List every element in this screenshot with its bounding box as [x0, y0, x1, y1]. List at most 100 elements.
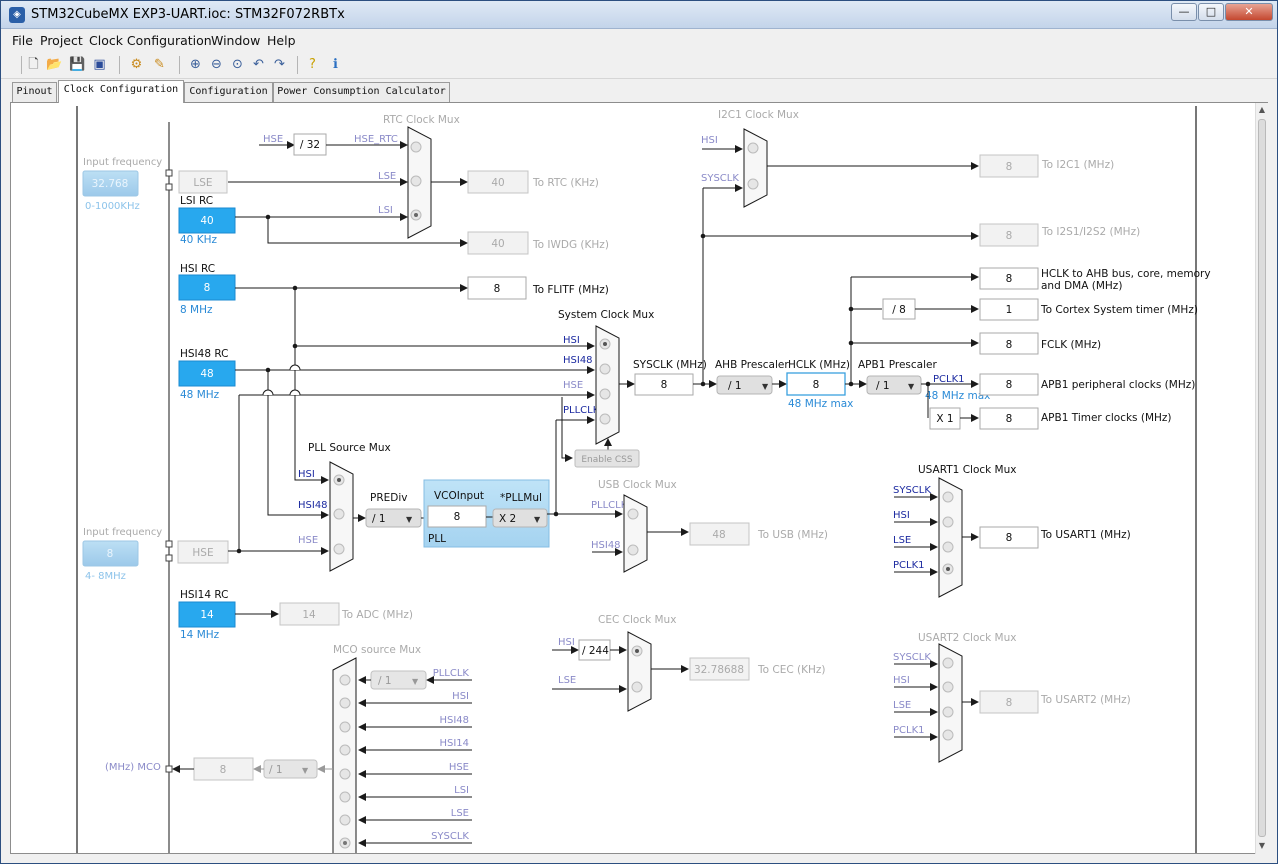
rtc-mux-title: RTC Clock Mux	[383, 114, 460, 126]
tab-pinout[interactable]: Pinout	[12, 82, 57, 102]
help-icon[interactable]: ?	[309, 57, 316, 72]
mco-input-radio[interactable]	[339, 697, 351, 709]
lse-pin-out	[165, 183, 173, 191]
zoom-fit-icon[interactable]: ⊙	[232, 57, 243, 72]
pll-src-input-hse: HSE	[298, 535, 318, 546]
usb-output-label: To USB (MHz)	[757, 529, 828, 541]
hclk-ahb-output-label2: and DMA (MHz)	[1041, 280, 1122, 292]
sysmux-input-hsi: HSI	[563, 335, 580, 346]
lse-input-freq-label: Input frequency	[83, 157, 162, 168]
cec-input-hsi: HSI	[558, 637, 575, 648]
menu-file[interactable]: File	[12, 33, 33, 48]
i2c1-clock-mux[interactable]	[743, 128, 768, 208]
rtc-input-hse-rtc: HSE_RTC	[354, 134, 398, 145]
scroll-up-icon[interactable]: ▲	[1258, 105, 1266, 114]
sysclk-label: SYSCLK (MHz)	[633, 359, 707, 371]
usb-input-pllclk: PLLCLK	[591, 500, 628, 511]
iwdg-output-value: 40	[491, 238, 504, 250]
rtc-input-lse: LSE	[378, 171, 396, 182]
ahb-prescaler-select[interactable]	[716, 375, 773, 395]
redo-icon[interactable]: ↷	[274, 57, 285, 72]
new-icon[interactable]: 🗋	[28, 57, 39, 72]
zoom-out-icon[interactable]: ⊖	[211, 57, 222, 72]
hse-input-box[interactable]	[82, 540, 139, 567]
scrollbar-thumb[interactable]	[1258, 119, 1266, 837]
open-icon[interactable]: 📂	[46, 57, 63, 72]
lse-source-label: LSE	[193, 177, 212, 189]
tab-power-consumption-calculator[interactable]: Power Consumption Calculator	[273, 82, 450, 102]
menu-project[interactable]: Project	[40, 33, 83, 48]
lsi-value: 40	[200, 215, 213, 227]
vertical-scrollbar[interactable]: ▲ ▼	[1255, 103, 1268, 854]
toolbar: 🗋 📂 💾 ▣ ⚙ ✎ ⊕ ⊖ ⊙ ↶ ↷ ? ℹ	[1, 51, 1277, 79]
window-title: STM32CubeMX EXP3-UART.ioc: STM32F072RBTx	[31, 7, 345, 22]
usart1-input-hsi: HSI	[893, 510, 910, 521]
flitf-output-value: 8	[494, 283, 501, 295]
mco-source-mux[interactable]	[332, 657, 357, 854]
system-clock-mux[interactable]	[595, 325, 620, 445]
hse-pin-out	[165, 554, 173, 562]
mco-chevron-down-icon: ▼	[302, 766, 309, 775]
hsi-value-box[interactable]	[178, 274, 236, 301]
usb-output-value: 48	[712, 529, 725, 541]
hsi-title: HSI RC	[180, 263, 215, 275]
hclk-label: HCLK (MHz)	[788, 359, 850, 371]
cec-mux-title: CEC Clock Mux	[598, 614, 676, 626]
minimize-button[interactable]: —	[1171, 3, 1197, 21]
rtc-output-value: 40	[491, 177, 504, 189]
mco-input-lse: LSE	[451, 808, 469, 819]
hsi14-value: 14	[200, 609, 214, 621]
mco-input-radio[interactable]	[339, 768, 351, 780]
tab-clock-configuration[interactable]: Clock Configuration	[58, 80, 184, 103]
mco-input-sysclk: SYSCLK	[431, 831, 469, 842]
zoom-in-icon[interactable]: ⊕	[190, 57, 201, 72]
ahb-prescaler-label: AHB Prescaler	[715, 359, 789, 371]
menu-clock-configuration[interactable]: Clock Configuration	[89, 33, 212, 48]
i2c1-output-value: 8	[1006, 161, 1013, 173]
apb1-prescaler-select[interactable]	[866, 375, 922, 395]
cortex-output-value: 1	[1006, 304, 1013, 316]
scroll-down-icon[interactable]: ▼	[1258, 841, 1266, 850]
mco-mux-title: MCO source Mux	[333, 644, 421, 656]
menu-window[interactable]: Window	[211, 33, 261, 48]
cec-clock-mux[interactable]	[627, 631, 652, 712]
usart2-output-label: To USART2 (MHz)	[1040, 694, 1131, 706]
i2c1-output-label: To I2C1 (MHz)	[1041, 159, 1114, 171]
report-icon[interactable]: ✎	[154, 57, 165, 72]
mco-pin	[165, 765, 173, 773]
mco-input-radio[interactable]	[339, 791, 351, 803]
vco-input-label: VCOInput	[434, 490, 484, 502]
usart1-input-pclk1: PCLK1	[893, 560, 925, 571]
tab-configuration[interactable]: Configuration	[184, 82, 273, 102]
mco-input-pllclk: PLLCLK	[433, 668, 470, 679]
save-icon[interactable]: 💾	[69, 57, 86, 72]
maximize-button[interactable]: □	[1198, 3, 1224, 21]
mco-input-lsi: LSI	[454, 785, 469, 796]
about-icon[interactable]: ℹ	[333, 57, 338, 72]
mco-input-radio[interactable]	[339, 814, 351, 826]
mco-input-radio[interactable]	[339, 744, 351, 756]
lsi-value-box[interactable]	[178, 207, 236, 234]
fclk-output-value: 8	[1006, 339, 1013, 351]
hsi14-freq: 14 MHz	[180, 629, 220, 641]
lsi-title: LSI RC	[180, 195, 213, 207]
cec-output-box	[689, 657, 750, 681]
apb1-peripheral-output-box	[979, 373, 1039, 396]
menu-help[interactable]: Help	[267, 33, 296, 48]
undo-icon[interactable]: ↶	[253, 57, 264, 72]
hsi48-value-box[interactable]	[178, 360, 236, 387]
close-button[interactable]: ✕	[1225, 3, 1273, 21]
sysclk-value: 8	[661, 379, 668, 391]
usb-clock-mux[interactable]	[623, 494, 648, 573]
lse-input-box[interactable]	[82, 170, 139, 197]
save-all-icon[interactable]: ▣	[93, 57, 106, 72]
pll-mul-select[interactable]	[492, 508, 548, 528]
usart2-output-box	[979, 690, 1039, 714]
mco-input-radio[interactable]	[339, 674, 351, 686]
usart1-input-sysclk: SYSCLK	[893, 485, 931, 496]
hsi14-value-box[interactable]	[178, 601, 236, 628]
mco-input-radio[interactable]	[339, 721, 351, 733]
enable-css-button[interactable]	[574, 449, 640, 468]
generate-icon[interactable]: ⚙	[130, 57, 143, 72]
usart1-output-value: 8	[1006, 532, 1013, 544]
